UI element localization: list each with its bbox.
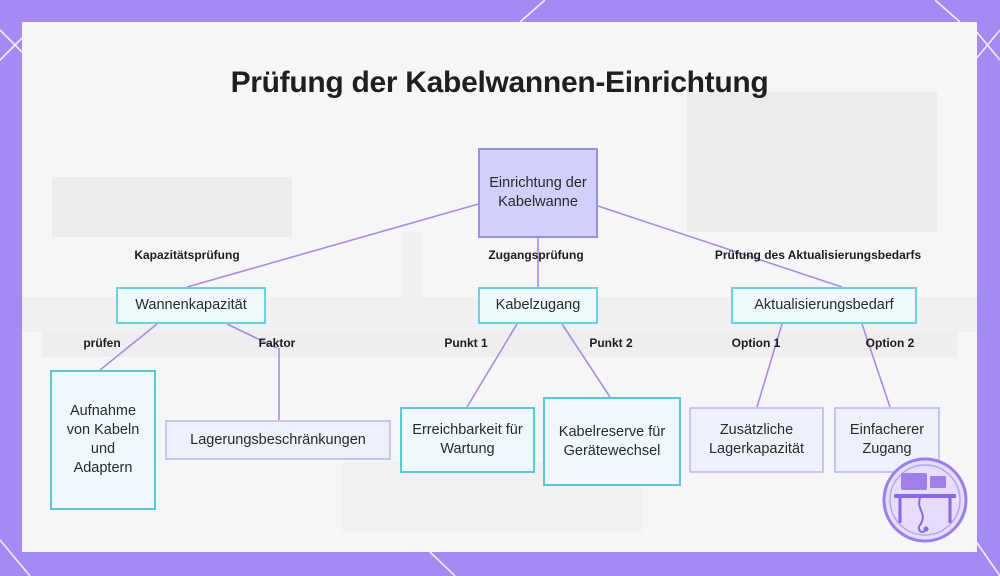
edge-label-factor: Faktor [258,336,296,350]
edge-center-a [466,323,518,408]
edge-right-a [756,323,783,408]
node-extra-storage-label: Zusätzliche Lagerkapazität [708,422,805,457]
edge-center-b [561,323,611,398]
node-cables-adapters-label: Aufnahme von Kabeln und Adaptern [66,403,140,476]
node-storage-limits: Lagerungsbeschränkungen [165,420,391,460]
edge-label-check: prüfen [83,336,121,350]
node-extra-storage: Zusätzliche Lagerkapazität [689,407,824,473]
edge-label-point-2: Punkt 2 [589,336,633,350]
node-access-label: Kabelzugang [495,297,581,313]
node-maintenance-access: Erreichbarkeit für Wartung [400,407,535,473]
edge-left-a [99,323,158,371]
node-capacity-label: Wannenkapazität [135,297,247,313]
node-update: Aktualisierungsbedarf [731,287,917,324]
edge-label-option-2: Option 2 [865,336,915,350]
edge-label-capacity: Kapazitätsprüfung [134,248,240,262]
diagram-card: Prüfung der Kabelwannen-Einrichtung Einr… [22,22,977,552]
node-update-label: Aktualisierungsbedarf [754,297,894,313]
diagram-title: Prüfung der Kabelwannen-Einrichtung [230,66,769,99]
edge-label-update: Prüfung des Aktualisierungsbedarfs [714,248,922,262]
node-easier-access-label: Einfacherer Zugang [849,422,925,457]
edge-left-b [226,323,278,349]
edge-label-access: Zugangsprüfung [488,248,584,262]
node-access: Kabelzugang [478,287,598,324]
node-maintenance-access-label: Erreichbarkeit für Wartung [412,422,523,457]
node-storage-limits-label: Lagerungsbeschränkungen [190,431,366,448]
node-cable-reserve: Kabelreserve für Gerätewechsel [543,397,681,486]
edge-label-option-1: Option 1 [731,336,781,350]
node-cable-reserve-label: Kabelreserve für Gerätewechsel [558,423,666,459]
edge-root-left [186,202,483,288]
edge-right-b [861,323,891,408]
edge-root-right [597,205,843,288]
root-node-label: Einrichtung der Kabelwanne [489,175,587,210]
root-node: Einrichtung der Kabelwanne [478,148,598,238]
node-cables-adapters: Aufnahme von Kabeln und Adaptern [50,370,156,510]
node-capacity: Wannenkapazität [116,287,266,324]
connector-lines [99,202,891,420]
desk-setup-logo-icon [882,457,968,543]
edge-label-point-1: Punkt 1 [444,336,488,350]
